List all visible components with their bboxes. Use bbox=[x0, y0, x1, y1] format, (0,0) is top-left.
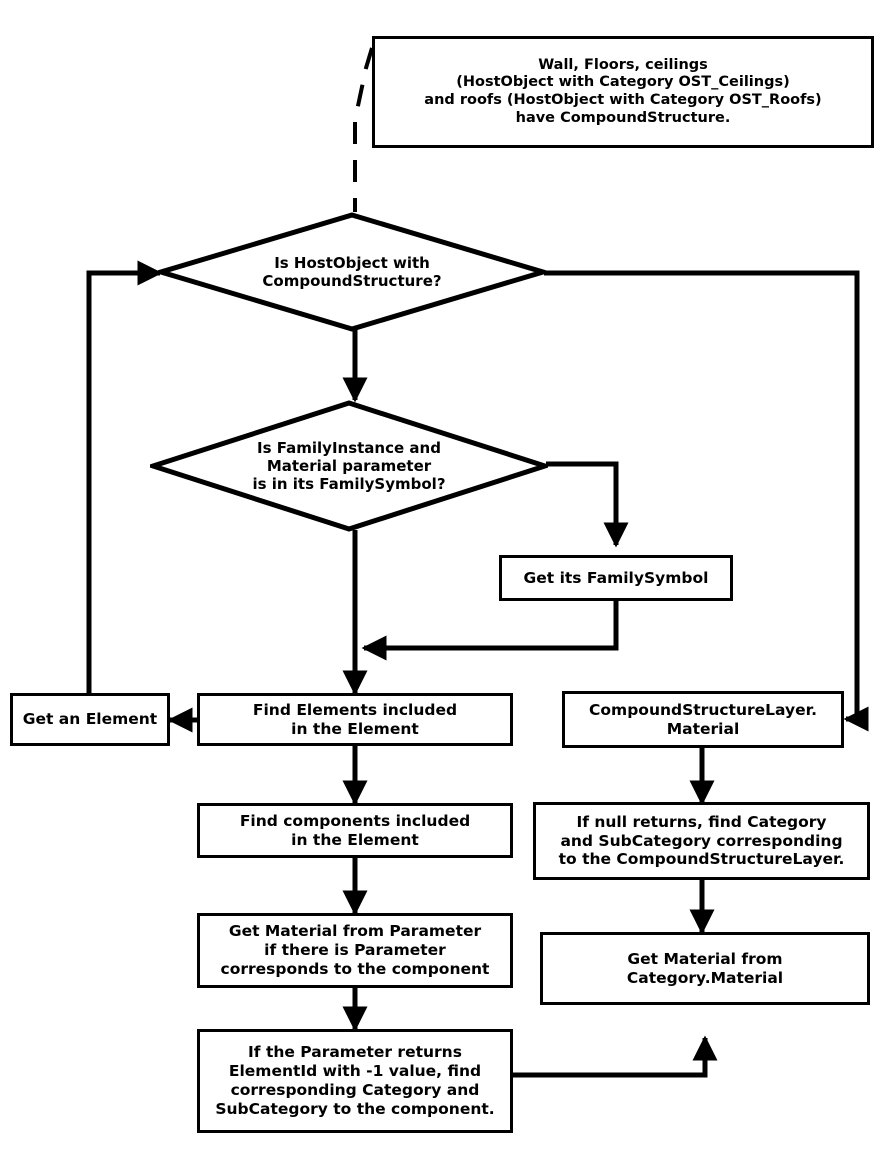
get-material-from-category-box[interactable]: Get Material from Category.Material bbox=[540, 932, 870, 1005]
compound-structure-layer-material-box[interactable]: CompoundStructureLayer. Material bbox=[562, 691, 844, 748]
get-material-from-parameter-label: Get Material from Parameter if there is … bbox=[220, 922, 490, 978]
edge-decision-familyinstance-to-get-familysymbol bbox=[546, 461, 629, 548]
get-an-element-box[interactable]: Get an Element bbox=[10, 693, 170, 746]
get-material-from-parameter-box[interactable]: Get Material from Parameter if there is … bbox=[197, 913, 513, 988]
find-components-included-label: Find components included in the Element bbox=[239, 811, 471, 849]
get-its-familysymbol-box[interactable]: Get its FamilySymbol bbox=[499, 555, 733, 601]
get-its-familysymbol-label: Get its FamilySymbol bbox=[523, 568, 709, 587]
note-box: Wall, Floors, ceilings (HostObject with … bbox=[372, 36, 874, 148]
if-parameter-returns-box[interactable]: If the Parameter returns ElementId with … bbox=[197, 1029, 513, 1133]
if-null-returns-box[interactable]: If null returns, find Category and SubCa… bbox=[533, 802, 870, 880]
edge-note-to-decision-hostobject bbox=[353, 47, 374, 212]
diamond-shape bbox=[150, 400, 548, 532]
note-box-label: Wall, Floors, ceilings (HostObject with … bbox=[424, 56, 822, 126]
get-material-from-category-label: Get Material from Category.Material bbox=[626, 949, 784, 987]
find-elements-included-label: Find Elements included in the Element bbox=[252, 700, 458, 738]
decision-is-familyinstance-label: Is FamilyInstance and Material parameter… bbox=[252, 438, 446, 494]
decision-is-familyinstance-and-material-parameter[interactable]: Is FamilyInstance and Material parameter… bbox=[150, 400, 548, 532]
edge-if-parameter-returns-to-get-material-from-category bbox=[513, 1035, 718, 1078]
diamond-shape bbox=[158, 212, 546, 332]
decision-is-hostobject-with-compoundstructure[interactable]: Is HostObject with CompoundStructure? bbox=[158, 212, 546, 332]
decision-is-hostobject-label: Is HostObject with CompoundStructure? bbox=[262, 253, 442, 290]
if-null-returns-label: If null returns, find Category and SubCa… bbox=[558, 812, 845, 869]
edge-decision-hostobject-to-compound-structure-layer bbox=[544, 270, 869, 732]
find-elements-included-box[interactable]: Find Elements included in the Element bbox=[197, 693, 513, 746]
find-components-included-box[interactable]: Find components included in the Element bbox=[197, 803, 513, 858]
get-an-element-label: Get an Element bbox=[22, 710, 158, 729]
edge-get-familysymbol-to-spine bbox=[361, 601, 619, 661]
if-parameter-returns-label: If the Parameter returns ElementId with … bbox=[215, 1043, 495, 1118]
compound-structure-layer-material-label: CompoundStructureLayer. Material bbox=[589, 700, 817, 738]
